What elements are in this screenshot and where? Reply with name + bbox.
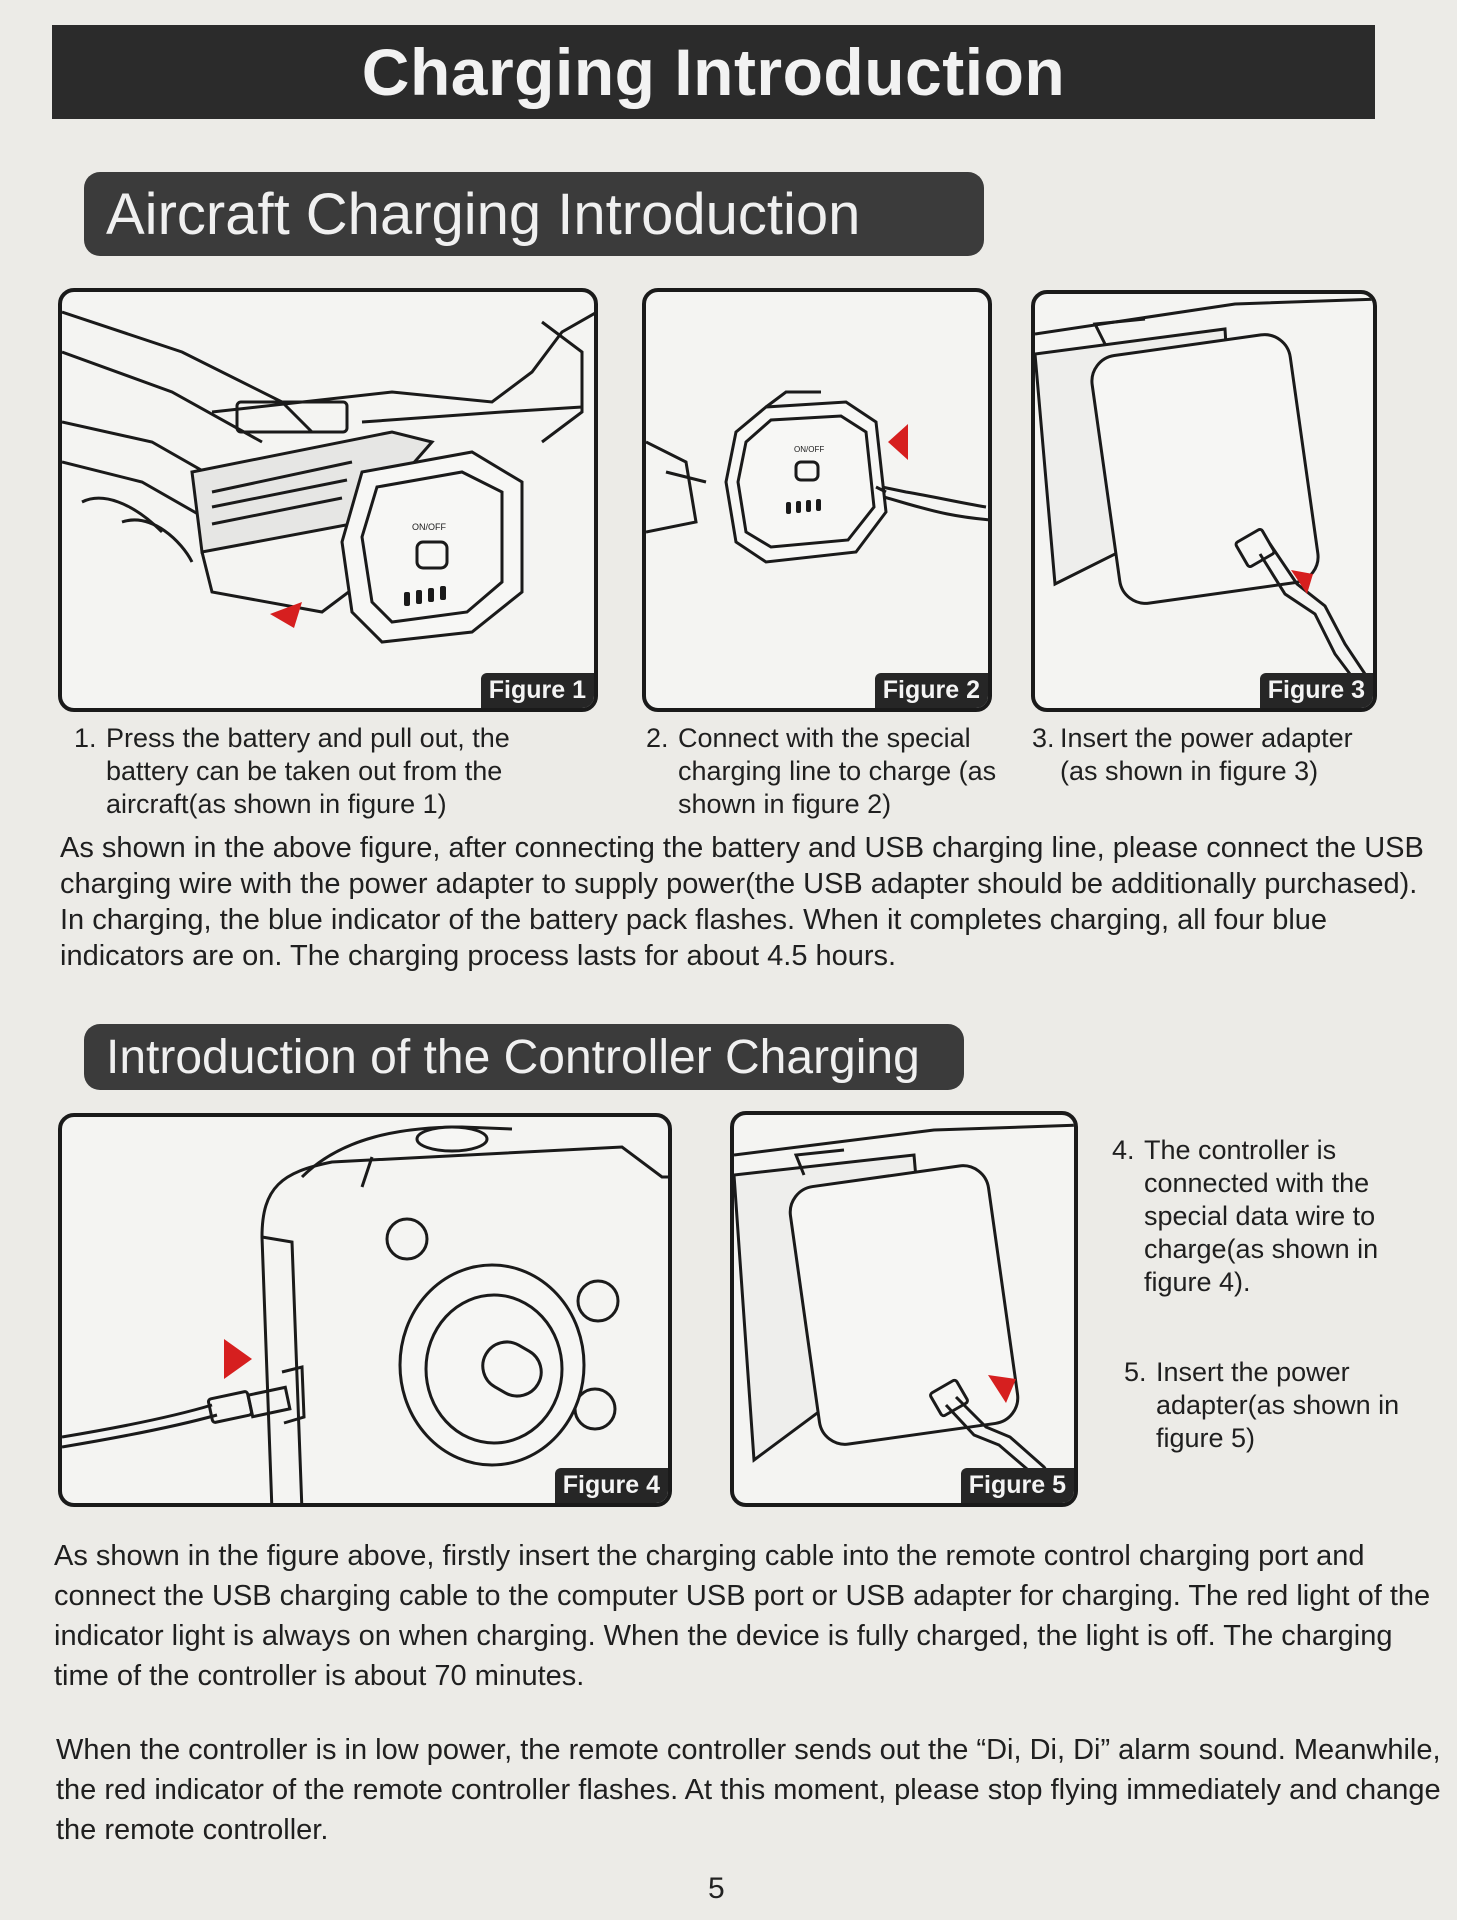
figure-1: ON/OFF Figure 1: [58, 288, 598, 712]
figure-5-label: Figure 5: [960, 1468, 1074, 1503]
caption-3: 3. Insert the power adapter (as shown in…: [1032, 722, 1382, 788]
caption-4-number: 4.: [1112, 1135, 1135, 1165]
figure-4: Figure 4: [58, 1113, 672, 1507]
red-arrow-icon: [224, 1339, 252, 1379]
battery-charging-line-illustration: ON/OFF: [646, 390, 988, 564]
caption-5-number: 5.: [1124, 1357, 1147, 1387]
caption-1-text: Press the battery and pull out, the batt…: [106, 723, 510, 819]
figure-2: ON/OFF Figure 2: [642, 288, 992, 712]
figure-3: Figure 3: [1031, 290, 1377, 712]
figure-3-label: Figure 3: [1259, 673, 1373, 708]
caption-4-text: The controller is connected with the spe…: [1144, 1135, 1379, 1297]
caption-2-number: 2.: [646, 723, 669, 753]
aircraft-charging-paragraph: As shown in the above figure, after conn…: [60, 832, 1424, 972]
controller-charging-illustration: [62, 1125, 668, 1503]
page-header: Charging Introduction: [52, 25, 1375, 119]
red-arrow-icon: [988, 1375, 1016, 1403]
caption-4: 4. The controller is connected with the …: [1112, 1134, 1412, 1299]
battery-switch-label-2: ON/OFF: [794, 445, 824, 454]
caption-2-text: Connect with the special charging line t…: [678, 723, 997, 819]
section-title-aircraft-text: Aircraft Charging Introduction: [106, 181, 861, 247]
caption-3-number: 3.: [1032, 723, 1055, 753]
red-arrow-icon: [888, 424, 908, 460]
caption-5: 5. Insert the power adapter(as shown in …: [1124, 1356, 1414, 1455]
caption-1-number: 1.: [74, 723, 97, 753]
battery-switch-label: ON/OFF: [412, 522, 446, 532]
power-adapter-illustration: [1035, 297, 1373, 695]
figure-2-label: Figure 2: [874, 673, 988, 708]
red-arrow-icon: [1291, 570, 1313, 594]
controller-charging-paragraph: As shown in the figure above, firstly in…: [54, 1540, 1431, 1692]
controller-power-adapter-illustration: [734, 1123, 1074, 1503]
page-title: Charging Introduction: [361, 35, 1066, 109]
low-power-alarm-paragraph: When the controller is in low power, the…: [56, 1734, 1441, 1846]
figure-4-label: Figure 4: [554, 1468, 668, 1503]
page-number: 5: [708, 1872, 725, 1905]
caption-5-text: Insert the power adapter(as shown in fig…: [1156, 1357, 1400, 1453]
red-arrow-icon: [270, 602, 302, 628]
caption-1: 1. Press the battery and pull out, the b…: [74, 722, 544, 821]
section-title-aircraft: Aircraft Charging Introduction: [84, 172, 984, 256]
caption-2: 2. Connect with the special charging lin…: [646, 722, 1006, 821]
section-title-controller-text: Introduction of the Controller Charging: [106, 1030, 920, 1084]
figure-5: Figure 5: [730, 1111, 1078, 1507]
caption-3-text: Insert the power adapter (as shown in fi…: [1060, 723, 1353, 786]
section-title-controller: Introduction of the Controller Charging: [84, 1024, 964, 1090]
battery-removal-illustration: ON/OFF: [62, 310, 594, 644]
figure-1-label: Figure 1: [480, 673, 594, 708]
